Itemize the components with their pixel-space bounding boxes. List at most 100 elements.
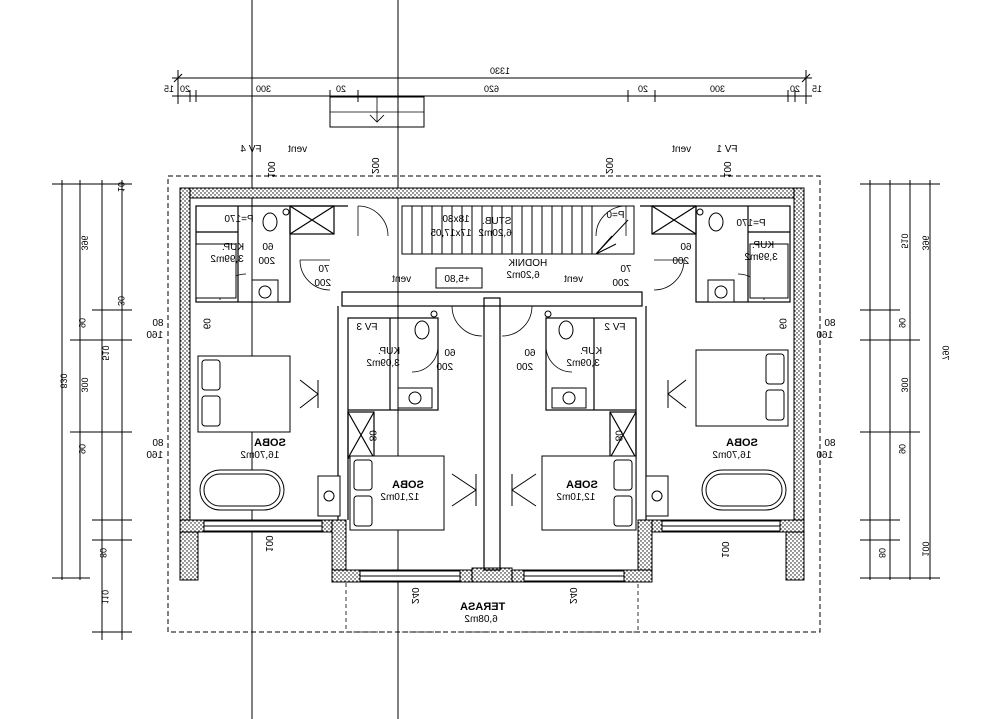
room-cr-label: SOBA bbox=[566, 479, 598, 491]
vent-markers bbox=[282, 208, 704, 318]
dim-left-inner: 110 bbox=[100, 590, 110, 604]
fv-tag-4: FV 4 bbox=[240, 144, 262, 155]
dim-left-mid: 300 bbox=[80, 377, 90, 392]
door-tag: 70 bbox=[318, 264, 330, 275]
hall-level: +5,80 bbox=[444, 274, 470, 285]
dim-left-inner: 10 bbox=[116, 182, 126, 192]
window-tag: 240 bbox=[567, 587, 578, 604]
right-dimension-chains bbox=[860, 180, 940, 580]
bath-cr-door-h: 200 bbox=[516, 362, 533, 373]
dim-top-seg: 15 bbox=[812, 84, 822, 94]
hall-vent: vent bbox=[564, 274, 583, 285]
fixtures bbox=[195, 212, 789, 517]
room-cl-area: 12,10m2 bbox=[380, 492, 419, 503]
fv-tag-2: FV 2 bbox=[604, 322, 626, 333]
dim-left-outer: 830 bbox=[59, 373, 69, 388]
window-tag: 200 bbox=[603, 157, 614, 174]
staircase bbox=[401, 205, 635, 255]
room-cl-label: SOBA bbox=[392, 479, 424, 491]
dim-right-mid: 510 bbox=[900, 233, 910, 248]
vent-tag: vent bbox=[672, 144, 691, 155]
top-dimension-chain bbox=[172, 70, 812, 104]
hall-area: 6,20m2 bbox=[506, 270, 540, 281]
room-right-label: SOBA bbox=[726, 437, 758, 449]
terrace-area: 6,08m2 bbox=[464, 614, 498, 625]
window-tag: 60 bbox=[200, 318, 211, 330]
bath-cl-area: 3,09m2 bbox=[366, 358, 400, 369]
dim-right-inner: 90 bbox=[897, 444, 907, 454]
dim-top-seg: 300 bbox=[710, 84, 725, 94]
dim-top-total: 1330 bbox=[490, 66, 510, 76]
window-tag: 240 bbox=[409, 587, 420, 604]
bath-cr-area: 3,09m2 bbox=[566, 358, 600, 369]
dim-top-seg: 15 bbox=[164, 84, 174, 94]
dim-left-inner: 90 bbox=[77, 444, 87, 454]
door-tag: 70 bbox=[620, 264, 632, 275]
dim-right-mid: 396 bbox=[921, 235, 931, 250]
window-tag: 80 bbox=[366, 430, 377, 442]
dim-right-inner: 90 bbox=[897, 318, 907, 328]
stair-size1: 18x30 bbox=[442, 214, 470, 225]
bath-tr-door-h: 200 bbox=[672, 256, 689, 267]
window-tag: 100 bbox=[265, 161, 276, 178]
window-tag: 80 bbox=[152, 438, 164, 449]
dim-left-inner: 90 bbox=[77, 318, 87, 328]
bath-tl-label: KUP. bbox=[222, 242, 244, 253]
dim-top-seg: 620 bbox=[484, 84, 499, 94]
opening-arrows bbox=[299, 379, 687, 507]
window-tag: 80 bbox=[152, 318, 164, 329]
door-tag: 200 bbox=[314, 278, 331, 289]
stair-size2: 17x17,05 bbox=[430, 228, 472, 239]
window-tag: 60 bbox=[776, 318, 787, 330]
bath-tl-door-w: 60 bbox=[262, 242, 274, 253]
stair-label: STUB. bbox=[482, 216, 511, 227]
room-left-area: 16,70m2 bbox=[240, 450, 279, 461]
bath-cl-door-w: 60 bbox=[444, 348, 456, 359]
stair-area: 6,20m2 bbox=[478, 228, 512, 239]
bath-cl-label: KUP. bbox=[378, 346, 400, 357]
dim-top-seg: 20 bbox=[180, 84, 190, 94]
window-tag: 80 bbox=[824, 318, 836, 329]
vent-tag: vent bbox=[288, 144, 307, 155]
bath-tl-area: 3,99m2 bbox=[210, 254, 244, 265]
vent-tag: vent bbox=[392, 274, 411, 285]
fv-tag-1: FV 1 bbox=[716, 144, 738, 155]
dim-left-inner: 30 bbox=[116, 296, 126, 306]
beds bbox=[197, 349, 789, 531]
door-tag: 200 bbox=[612, 278, 629, 289]
dim-left-mid: 396 bbox=[80, 235, 90, 250]
dim-top-seg: 20 bbox=[336, 84, 346, 94]
left-dimension-chains bbox=[52, 180, 132, 640]
hall-label: HODNIK bbox=[508, 258, 547, 269]
window-tag: 160 bbox=[816, 330, 833, 341]
window-tag: 160 bbox=[146, 330, 163, 341]
window-tag: 100 bbox=[719, 541, 730, 558]
window-tag: 80 bbox=[612, 430, 623, 442]
room-cr-area: 12,10m2 bbox=[556, 492, 595, 503]
bath-tr-area: 3,99m2 bbox=[744, 252, 778, 263]
dim-top-seg: 20 bbox=[790, 84, 800, 94]
stair-p: P=0 bbox=[606, 210, 625, 221]
bath-cl-door-h: 200 bbox=[436, 362, 453, 373]
window-tag: 80 bbox=[824, 438, 836, 449]
bath-tl-door-h: 200 bbox=[258, 256, 275, 267]
fv-tag-3: FV 3 bbox=[356, 322, 378, 333]
dim-left-inner: 80 bbox=[98, 548, 108, 558]
dim-right-mid: 100 bbox=[921, 541, 931, 556]
bath-cr-label: KUP. bbox=[580, 346, 602, 357]
bath-tr-door-w: 60 bbox=[680, 242, 692, 253]
bath-tr-label: KUP. bbox=[752, 240, 774, 251]
dim-top-seg: 300 bbox=[256, 84, 271, 94]
window-tag: 100 bbox=[263, 535, 274, 552]
terrace-outline bbox=[345, 581, 639, 633]
dim-right-outer: 790 bbox=[941, 345, 951, 360]
bottom-windows bbox=[203, 520, 781, 582]
bath-tr-p: P=170 bbox=[736, 218, 766, 229]
dim-left-mid: 510 bbox=[101, 345, 111, 360]
dim-right-mid: 300 bbox=[900, 377, 910, 392]
window-tag: 160 bbox=[146, 450, 163, 461]
dim-right-inner: 80 bbox=[877, 548, 887, 558]
window-tag: 160 bbox=[816, 450, 833, 461]
room-right-area: 16,70m2 bbox=[712, 450, 751, 461]
